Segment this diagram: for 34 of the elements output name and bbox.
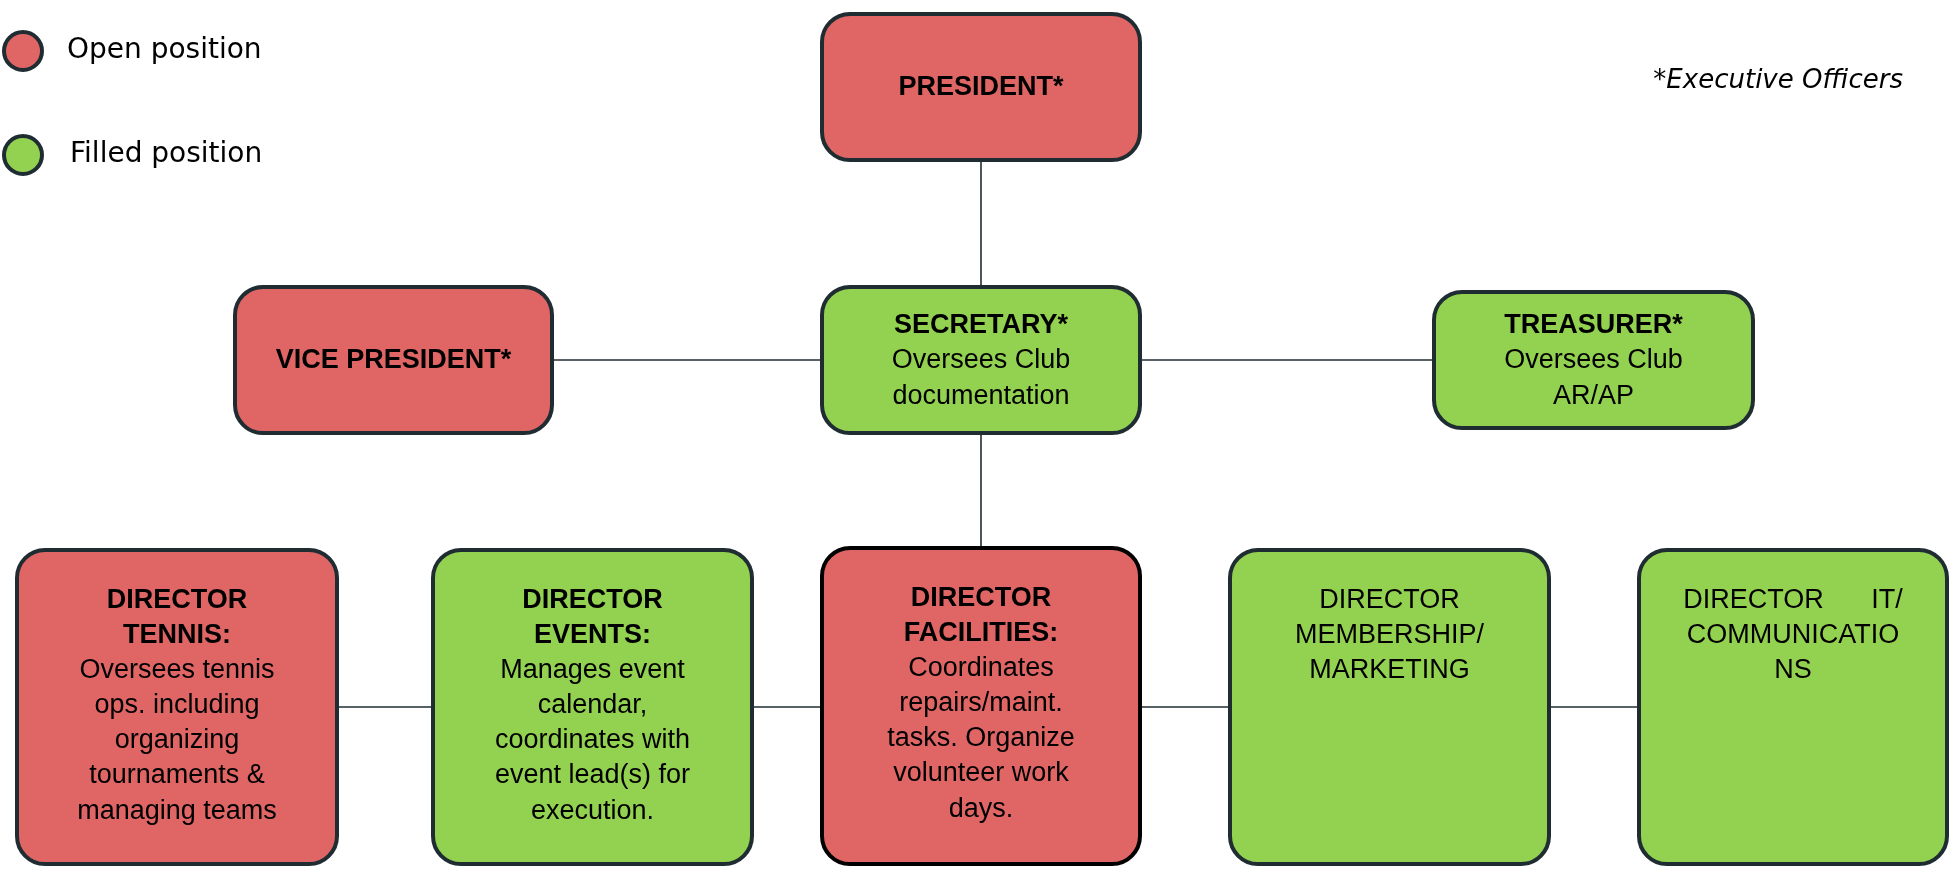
connector-line (553, 359, 821, 361)
position-box (431, 548, 754, 866)
position-description: Oversees tennis ops. including organizing tournaments & managing teams (76, 653, 278, 827)
position-description: Coordinates repairs/maint. tasks. Organize volunteer work days. (886, 651, 1076, 825)
legend-label: Filled position (70, 136, 263, 169)
position-box (15, 548, 339, 866)
position-box (820, 546, 1142, 866)
note-text: *Executive Officers (1653, 64, 1903, 94)
connector-line (1141, 706, 1229, 708)
position-title: VICE PRESIDENT* (275, 343, 512, 377)
connector-line (1141, 359, 1433, 361)
position-title: DIRECTOR IT/ COMMUNICATIO NS (1682, 583, 1904, 687)
position-box (1432, 290, 1755, 430)
connector-line (980, 161, 982, 286)
legend-label: Open position (67, 32, 262, 65)
position-box (1637, 548, 1949, 866)
connector-line (753, 706, 821, 708)
position-box (1228, 548, 1551, 866)
position-description: Oversees Club documentation (890, 343, 1072, 412)
position-title: TREASURER* (1504, 308, 1683, 342)
position-title: DIRECTOR MEMBERSHIP/ MARKETING (1294, 583, 1485, 687)
position-title: SECRETARY* (894, 308, 1068, 342)
position-box (820, 12, 1142, 162)
position-title: DIRECTOR FACILITIES: (902, 581, 1060, 650)
connector-line (338, 706, 432, 708)
connector-line (980, 434, 982, 547)
position-box (233, 285, 554, 435)
position-title: PRESIDENT* (898, 70, 1064, 104)
position-description: Manages event calendar, coordinates with event lead(s) for execution. (493, 653, 692, 827)
position-description: Oversees Club AR/AP (1503, 343, 1684, 412)
position-box (820, 285, 1142, 435)
position-title: DIRECTOR TENNIS: (105, 583, 249, 652)
position-title: DIRECTOR EVENTS: (521, 583, 664, 652)
connector-line (1550, 706, 1638, 708)
